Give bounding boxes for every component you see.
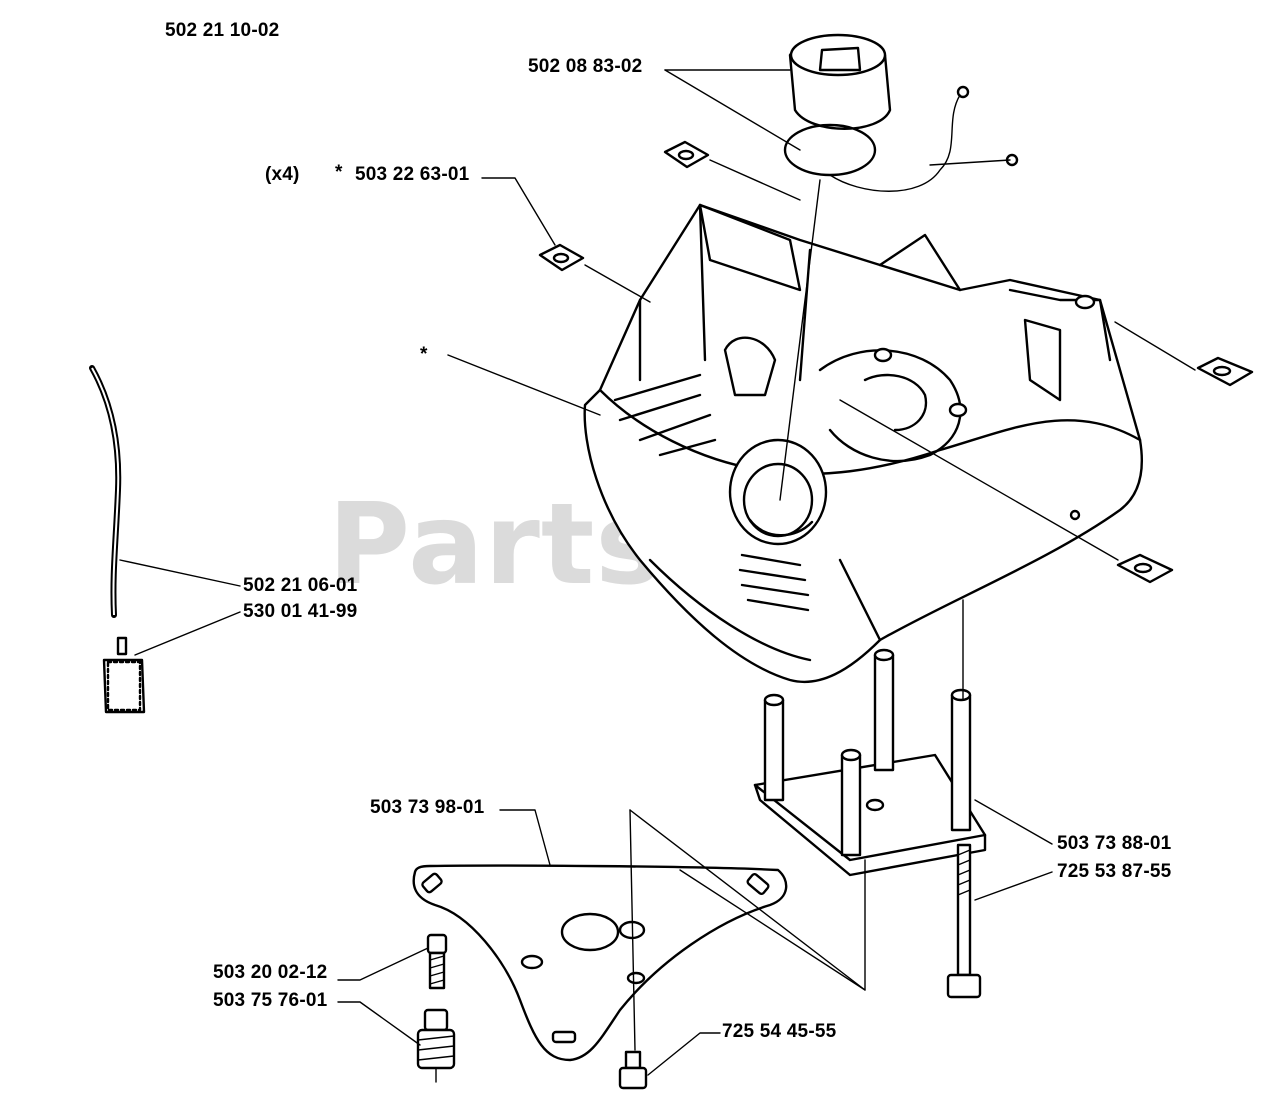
tank-nuts	[538, 140, 1254, 584]
bracket-plate	[412, 864, 788, 1062]
label-nut-qty: (x4)	[265, 164, 300, 185]
screw-small	[618, 1050, 648, 1090]
label-screw-b: 503 75 76-01	[213, 990, 328, 1011]
nut	[1196, 356, 1254, 387]
assembly-number: 502 21 10-02	[165, 20, 280, 41]
nut	[538, 243, 585, 272]
label-nut-star: *	[335, 162, 343, 183]
fuel-hose	[89, 365, 122, 618]
label-fuel-cap: 502 08 83-02	[528, 56, 643, 77]
label-tank-star: *	[420, 344, 428, 365]
label-screw-c: 725 54 45-55	[722, 1021, 837, 1042]
label-bracket-plate: 503 73 98-01	[370, 797, 485, 818]
label-damper-block: 503 73 88-01	[1057, 833, 1172, 854]
nut	[1116, 553, 1174, 584]
label-nut: 503 22 63-01	[355, 164, 470, 185]
label-long-bolt: 725 53 87-55	[1057, 861, 1172, 882]
label-fuel-filter: 530 01 41-99	[243, 601, 358, 622]
label-screw-a: 503 20 02-12	[213, 962, 328, 983]
long-bolt	[946, 843, 982, 999]
label-fuel-hose: 502 21 06-01	[243, 575, 358, 596]
nut	[663, 140, 710, 169]
screw-bottom	[416, 1008, 456, 1083]
damper-block	[753, 648, 987, 877]
leader-lines	[119, 69, 1196, 1076]
fuel-cap	[783, 33, 1019, 192]
fuel-tank	[583, 203, 1143, 684]
fuel-filter	[102, 636, 146, 714]
screw-top	[426, 933, 448, 990]
